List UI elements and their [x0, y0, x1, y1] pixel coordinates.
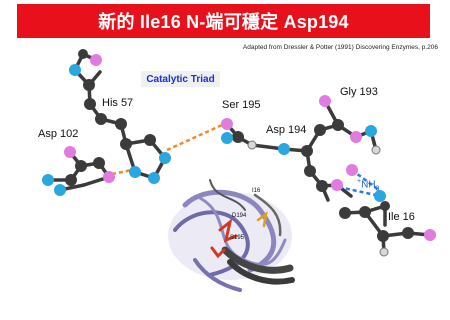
nitrogen-atom: [42, 174, 54, 186]
oxygen-atom: [424, 229, 436, 241]
nh3-charge: +: [357, 178, 362, 185]
carbon-atom: [301, 145, 313, 157]
nitrogen-atom: [69, 64, 81, 76]
carbon-atom: [316, 180, 328, 192]
protein-ribbon: [168, 179, 295, 292]
carbon-atom: [84, 98, 96, 110]
oxygen-atom: [221, 118, 233, 130]
carbon-atom: [120, 138, 132, 150]
protein-label-s195: S195: [230, 235, 245, 241]
residue-label-ile16: Ile 16: [388, 211, 415, 223]
nitrogen-atom: [374, 190, 386, 202]
oxygen-atom: [350, 131, 362, 143]
carbon-atom: [95, 113, 107, 125]
nitrogen-atom: [159, 152, 171, 164]
oxygen-atom: [90, 54, 102, 66]
oxygen-atom: [346, 164, 358, 176]
protein-label-i16: I16: [252, 188, 261, 194]
carbon-atom: [83, 79, 95, 91]
carbon-atom: [232, 131, 244, 143]
protein-label-d194: D194: [232, 213, 247, 219]
residue-label-ser195: Ser 195: [222, 99, 261, 111]
hydrogen-atom: [247, 140, 257, 150]
carbon-atom: [339, 207, 351, 219]
carbon-atoms: [65, 49, 414, 242]
carbon-atom: [314, 124, 326, 136]
page-title: 新的 Ile16 N-端可穩定 Asp194: [17, 4, 430, 38]
citation: Adapted from Dressler & Potter (1991) Di…: [242, 44, 438, 51]
carbon-atom: [115, 118, 127, 130]
hbond-his57-ser195: [166, 123, 223, 152]
residue-label-asp194: Asp 194: [266, 124, 307, 136]
carbon-atom: [78, 49, 88, 59]
nitrogen-atom: [54, 184, 66, 196]
carbon-atom: [402, 227, 414, 239]
nitrogen-atom: [129, 166, 141, 178]
carbon-atom: [380, 201, 390, 211]
oxygen-atoms: [64, 54, 436, 241]
carbon-atom: [332, 119, 344, 131]
carbon-atom: [75, 160, 87, 172]
carbon-atom: [377, 230, 389, 242]
oxygen-atom: [103, 171, 115, 183]
oxygen-atom: [331, 179, 343, 191]
carbon-atom: [144, 134, 156, 146]
nitrogen-atom: [148, 172, 160, 184]
carbon-atom: [304, 165, 316, 177]
carbon-atom: [65, 174, 77, 186]
hydrogen-atoms: [247, 140, 389, 257]
hbond-ile16-asp194-a: [351, 169, 381, 192]
nitrogen-atoms: [42, 64, 386, 202]
nitrogen-atom: [365, 125, 377, 137]
hbond-asp102-his57: [111, 168, 133, 176]
residue-label-asp102: Asp 102: [38, 128, 79, 140]
carbon-atom: [93, 157, 105, 169]
catalytic-triad-label: Catalytic Triad: [141, 71, 220, 87]
hydrogen-atom: [379, 247, 389, 257]
carbon-atom: [359, 206, 371, 218]
residue-label-gly193: Gly 193: [340, 86, 378, 98]
residue-label-his57: His 57: [102, 97, 134, 109]
nh3-label: +NH3: [357, 178, 379, 192]
oxygen-atom: [319, 95, 331, 107]
nh3-subscript: 3: [375, 185, 380, 193]
nitrogen-atom: [221, 132, 233, 144]
nh3-text: NH: [361, 179, 376, 191]
hydrogen-bonds: [111, 123, 381, 198]
bottom-band: [0, 296, 450, 320]
hydrogen-atom: [371, 145, 381, 155]
oxygen-atom: [64, 146, 76, 158]
nitrogen-atom: [278, 143, 290, 155]
